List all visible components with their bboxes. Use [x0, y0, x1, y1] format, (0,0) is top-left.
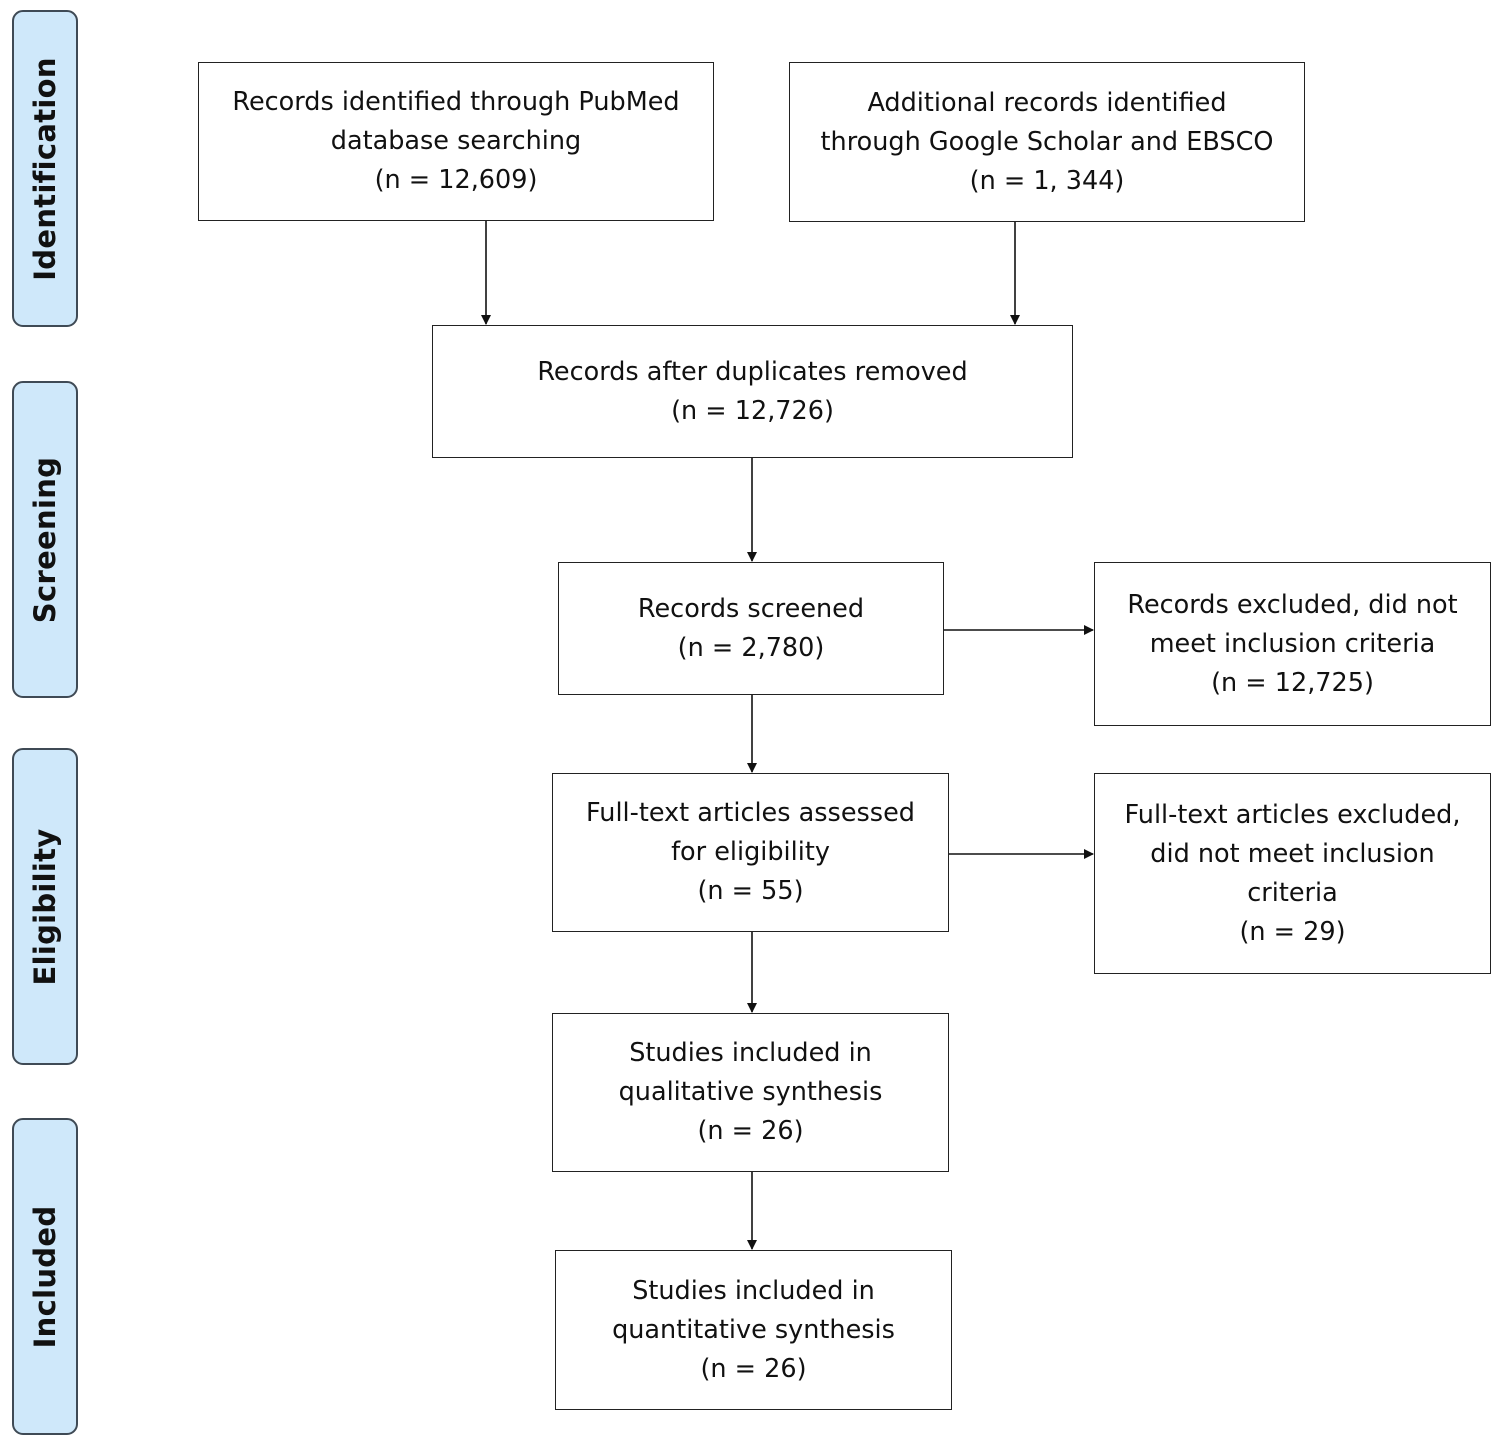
box-line: (n = 12,725)	[1211, 667, 1374, 698]
box-line: Full-text articles assessed	[586, 798, 915, 828]
box-additional-records: Additional records identified through Go…	[789, 62, 1305, 222]
box-line: for eligibility	[671, 837, 830, 867]
box-records-screened: Records screened (n = 2,780)	[558, 562, 944, 695]
phase-screening: Screening	[12, 381, 78, 698]
box-line: (n = 1, 344)	[969, 165, 1125, 196]
box-line: Records excluded, did not	[1127, 589, 1458, 620]
box-line: database searching	[330, 126, 582, 156]
phase-eligibility: Eligibility	[12, 748, 78, 1065]
box-line: (n = 26)	[700, 1353, 807, 1384]
box-line: Studies included in	[629, 1038, 872, 1068]
box-line: qualitative synthesis	[618, 1077, 883, 1107]
box-line: (n = 2,780)	[677, 632, 825, 663]
box-line: (n = 55)	[697, 876, 804, 906]
box-line: Records screened	[637, 593, 865, 624]
box-line: quantitative synthesis	[612, 1314, 895, 1345]
box-line: Records identified through PubMed	[232, 87, 680, 117]
box-line: Studies included in	[632, 1275, 875, 1306]
box-qualitative-synthesis: Studies included in qualitative synthesi…	[552, 1013, 949, 1172]
box-line: Additional records identified	[867, 87, 1227, 118]
box-line: (n = 26)	[697, 1116, 804, 1146]
box-line: did not meet inclusion	[1150, 838, 1435, 869]
box-fulltext-assessed: Full-text articles assessed for eligibil…	[552, 773, 949, 932]
box-line: Records after duplicates removed	[537, 356, 968, 387]
box-line: meet inclusion criteria	[1149, 628, 1436, 659]
box-line: Full-text articles excluded,	[1124, 799, 1461, 830]
box-fulltext-excluded: Full-text articles excluded, did not mee…	[1094, 773, 1491, 974]
box-line: (n = 12,726)	[671, 395, 834, 426]
box-pubmed-records: Records identified through PubMed databa…	[198, 62, 714, 221]
box-line: through Google Scholar and EBSCO	[820, 126, 1274, 157]
box-records-excluded: Records excluded, did not meet inclusion…	[1094, 562, 1491, 726]
box-duplicates-removed: Records after duplicates removed (n = 12…	[432, 325, 1073, 458]
box-line: (n = 29)	[1239, 916, 1346, 947]
box-line: (n = 12,609)	[374, 165, 538, 195]
box-quantitative-synthesis: Studies included in quantitative synthes…	[555, 1250, 952, 1410]
phase-identification: Identification	[12, 10, 78, 327]
box-line: criteria	[1247, 877, 1338, 908]
phase-included: Included	[12, 1118, 78, 1435]
